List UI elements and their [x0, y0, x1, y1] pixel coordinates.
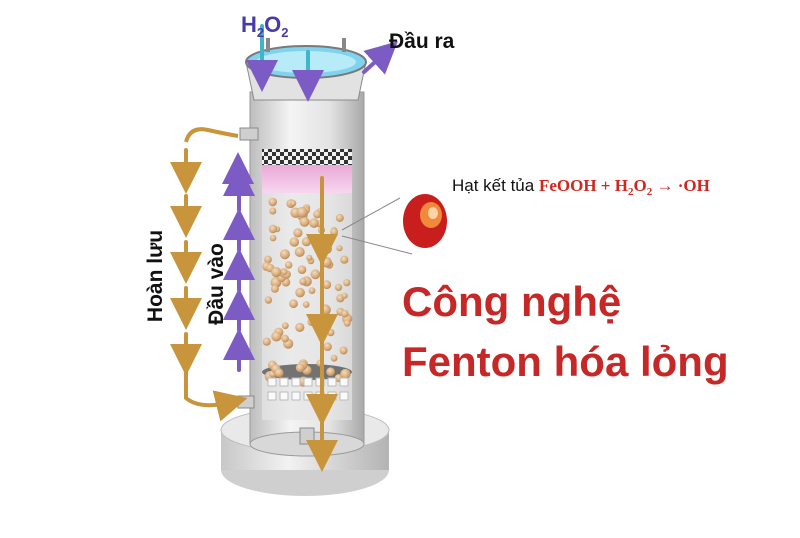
particle	[322, 280, 332, 290]
title-line-2: Fenton hóa lỏng	[402, 338, 729, 385]
inlet-pipe	[237, 395, 255, 409]
particle	[264, 296, 273, 304]
particle	[295, 322, 305, 332]
particle	[340, 255, 349, 264]
h2o2-label: H2O2	[241, 12, 289, 40]
precipitate-label: Hạt kết tủa FeOOH + H2O2 → ·OH	[452, 176, 710, 198]
particle	[302, 301, 310, 308]
particle	[299, 277, 307, 286]
particle	[289, 237, 300, 247]
particle	[289, 200, 297, 207]
particle	[271, 267, 282, 278]
particle	[284, 261, 293, 269]
outlet-arrow-icon	[362, 41, 398, 75]
particle	[339, 346, 348, 355]
particle	[289, 299, 298, 309]
particle	[279, 249, 290, 260]
recirculation-curve	[184, 127, 239, 143]
particle	[294, 247, 305, 257]
support-media	[291, 391, 301, 401]
support-media	[327, 391, 337, 401]
particle	[330, 228, 338, 236]
recirculation-return	[184, 372, 248, 422]
particle	[309, 218, 319, 228]
particle	[268, 197, 278, 207]
particle	[326, 367, 335, 377]
particle	[341, 292, 348, 299]
particle	[295, 363, 305, 373]
particle	[313, 210, 322, 219]
particle	[323, 342, 332, 352]
particle	[307, 317, 316, 326]
particle	[341, 309, 349, 318]
particle	[281, 269, 288, 276]
particle	[262, 337, 271, 346]
particle	[336, 245, 343, 252]
recirculation-outlet-pipe	[239, 127, 259, 141]
support-media	[303, 377, 313, 387]
particle	[327, 328, 335, 337]
particle	[295, 287, 305, 298]
support-media	[267, 391, 277, 401]
support-media	[267, 377, 277, 387]
particle	[299, 216, 310, 227]
support-media	[303, 391, 313, 401]
particle	[270, 284, 279, 293]
particle	[334, 283, 343, 291]
support-media	[279, 391, 289, 401]
outlet-label: Đầu ra	[389, 30, 455, 53]
support-media	[279, 377, 289, 387]
particle	[269, 234, 277, 242]
particle	[281, 322, 289, 330]
inlet-label: Đầu vào	[204, 243, 228, 325]
particle	[293, 228, 303, 238]
particle	[340, 368, 351, 380]
bottom-drain-pipe	[299, 427, 315, 445]
particle	[264, 255, 272, 264]
particle	[269, 207, 277, 215]
particle	[301, 237, 311, 247]
reaction-equation: FeOOH + H2O2 → ·OH	[538, 176, 710, 198]
particle	[330, 354, 338, 362]
particle	[274, 368, 284, 378]
recirculation-label: Hoàn lưu	[144, 229, 168, 323]
particle	[310, 269, 321, 280]
support-media	[327, 377, 337, 387]
particle	[335, 213, 344, 222]
reactor-column	[249, 91, 365, 457]
particle	[306, 254, 313, 261]
support-media	[339, 377, 349, 387]
particle	[297, 265, 307, 275]
particle	[296, 206, 308, 218]
particle	[308, 287, 316, 294]
particle	[268, 224, 278, 234]
particle	[271, 331, 282, 342]
precipitate-callout	[341, 194, 447, 255]
support-media	[291, 377, 301, 387]
title-line-1: Công nghệ	[402, 278, 622, 325]
support-media	[339, 391, 349, 401]
flow-arrows	[170, 24, 398, 472]
particle	[343, 279, 351, 287]
particle	[281, 334, 289, 343]
particle	[343, 319, 351, 327]
